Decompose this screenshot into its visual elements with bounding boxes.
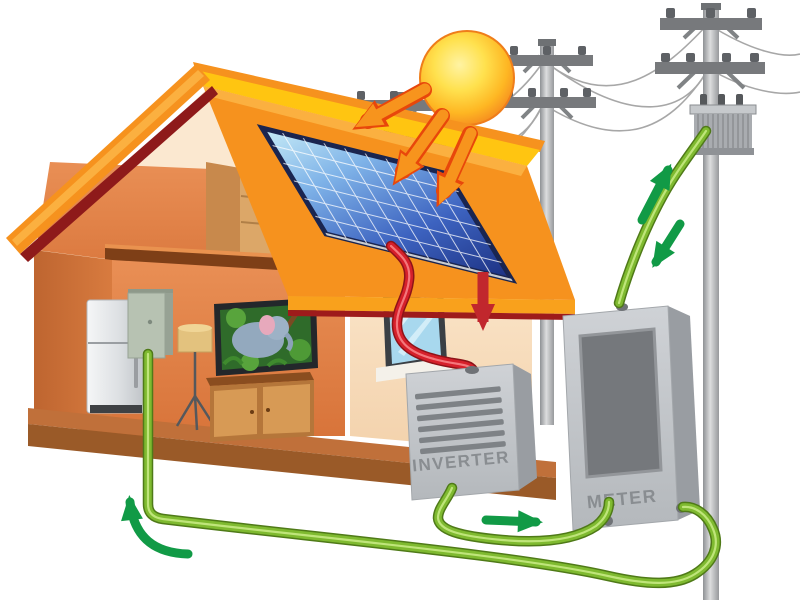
sun-ray-arrows xyxy=(352,82,478,208)
transformer xyxy=(689,94,757,155)
breaker-panel xyxy=(127,289,173,359)
roof-eave xyxy=(288,296,575,320)
arrow-right-inverter-meter xyxy=(481,510,543,533)
tv-picture xyxy=(222,303,311,371)
sun xyxy=(419,30,515,126)
arrow-up-to-grid xyxy=(637,163,673,225)
roof-left-slope xyxy=(6,64,218,262)
arrow-up-to-house xyxy=(121,495,193,559)
flow-arrows-green xyxy=(121,163,685,559)
floor-lamp xyxy=(175,324,215,431)
roof-highlight xyxy=(203,86,527,176)
arrow-down-from-grid xyxy=(651,219,685,268)
inverter-vents xyxy=(414,386,506,455)
utility-pole-right xyxy=(655,3,765,600)
cabinet xyxy=(206,372,314,442)
inverter-top-port xyxy=(465,366,479,374)
inverter: INVERTER xyxy=(405,363,537,501)
meter-screen xyxy=(578,327,663,479)
tv xyxy=(214,298,318,376)
meter: METER xyxy=(562,303,700,531)
